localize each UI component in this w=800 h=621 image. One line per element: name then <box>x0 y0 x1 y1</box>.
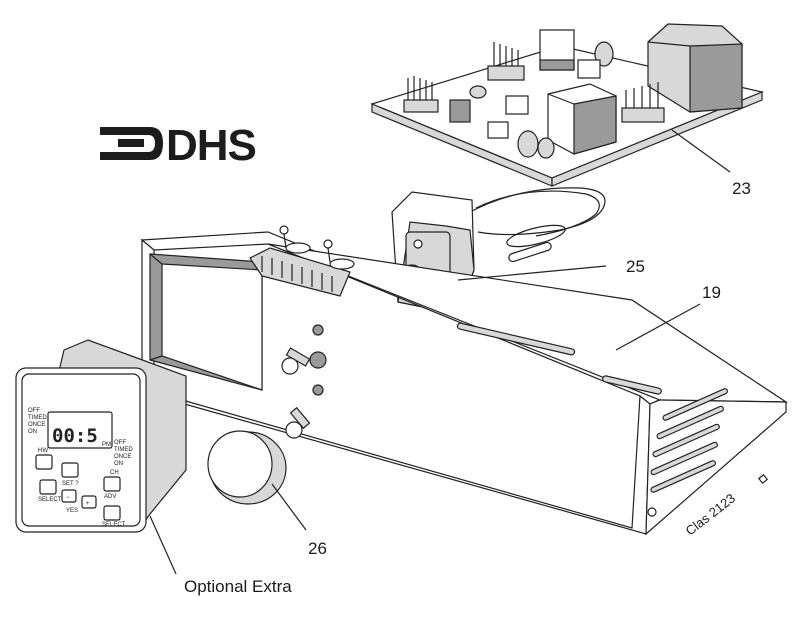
vent-slots <box>456 322 728 493</box>
select-label-left: SELECT <box>38 497 62 503</box>
relay-large <box>547 83 617 155</box>
pin-header-top <box>487 42 525 81</box>
leader-25 <box>457 265 607 281</box>
optional-extra-caption: Optional Extra <box>184 577 292 596</box>
set-button[interactable] <box>61 462 79 478</box>
mode-left-timed: TIMED <box>28 415 47 421</box>
lcd-digits: 00:5 <box>52 425 98 447</box>
mode-left-off: OFF <box>28 408 40 414</box>
leader-19 <box>615 303 701 351</box>
callout-25: 25 <box>626 257 645 276</box>
mode-left-on: ON <box>28 429 37 435</box>
chassis-frame <box>140 225 789 536</box>
callout-26: 26 <box>308 539 327 558</box>
dhs-logo-text: DHS <box>166 121 256 170</box>
hw-button[interactable] <box>35 454 53 470</box>
minus-label: − <box>66 495 70 501</box>
mode-right-off: OFF <box>114 440 126 446</box>
transformer <box>647 23 743 113</box>
mode-labels-left: OFF TIMED ONCE ON <box>28 408 47 435</box>
pcb-assembly <box>370 23 764 263</box>
plus-button[interactable] <box>81 495 97 509</box>
pm-indicator: PM <box>102 442 111 448</box>
control-knob <box>207 430 287 505</box>
reference-box <box>757 473 769 485</box>
hw-label: HW <box>38 448 48 454</box>
select-label-right: SELECT <box>102 522 126 528</box>
capillary-tube <box>469 187 606 236</box>
relay-small <box>539 29 575 71</box>
lcd-window <box>47 411 113 449</box>
minus-button[interactable] <box>61 489 77 503</box>
screw-lower <box>285 406 311 439</box>
select-button-right[interactable] <box>103 505 121 521</box>
leader-23 <box>671 129 731 173</box>
select-button-left[interactable] <box>39 479 57 495</box>
programmer-unit: 00:5 PM OFF TIMED ONCE ON OFF TIMED ONCE… <box>15 339 187 533</box>
mode-right-on: ON <box>114 461 123 467</box>
pin-header-right <box>621 82 665 123</box>
pin-header-left <box>403 76 439 113</box>
plus-label: + <box>86 501 90 507</box>
screw-upper <box>281 347 311 375</box>
set-label: SET ? <box>62 481 79 487</box>
mode-right-timed: TIMED <box>114 447 133 453</box>
terminal-block <box>249 225 355 297</box>
capacitors <box>449 41 614 159</box>
callout-19: 19 <box>702 283 721 302</box>
leader-26 <box>271 483 307 531</box>
mode-right-once: ONCE <box>114 454 131 460</box>
dhs-logo: DHS <box>100 121 257 170</box>
adv-label: ADV <box>104 494 116 500</box>
yes-label: YES <box>66 508 78 514</box>
ch-label: CH <box>110 470 119 476</box>
mode-labels-right: OFF TIMED ONCE ON <box>114 440 133 467</box>
reference-code: Clas 2123 <box>683 490 738 538</box>
ch-button[interactable] <box>103 476 121 492</box>
mode-left-once: ONCE <box>28 422 45 428</box>
leader-optional-extra <box>149 515 177 575</box>
callout-23: 23 <box>732 179 751 198</box>
